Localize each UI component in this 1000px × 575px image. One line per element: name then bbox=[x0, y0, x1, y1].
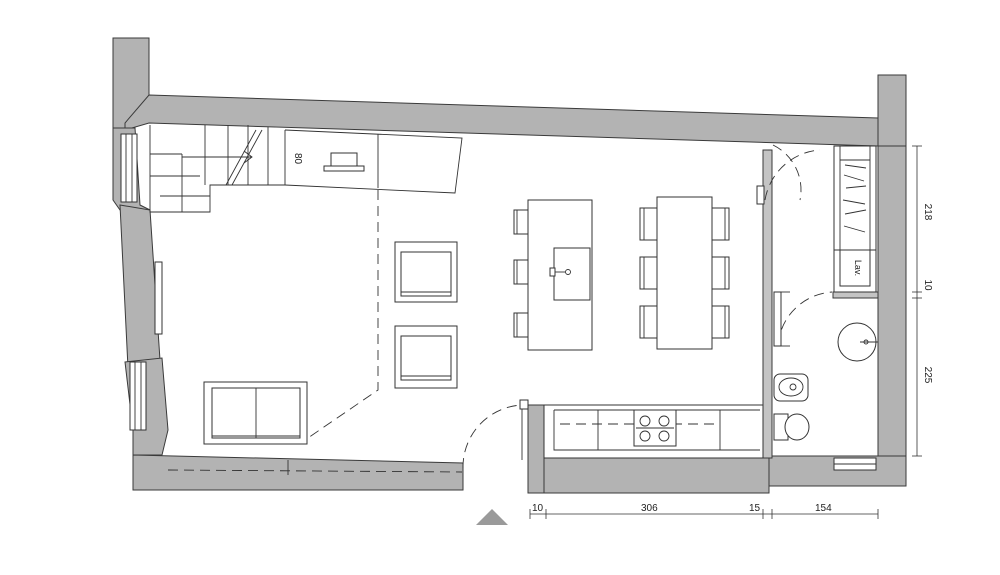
staircase: 80 bbox=[149, 125, 303, 213]
dining-chair bbox=[639, 256, 658, 290]
dim-154: 154 bbox=[815, 503, 832, 514]
bathroom-door bbox=[756, 144, 821, 205]
window-left-middle bbox=[154, 261, 163, 335]
entrance-door bbox=[462, 399, 529, 469]
window-left-bottom bbox=[129, 361, 147, 431]
window-left-top bbox=[120, 133, 138, 203]
dim-225: 225 bbox=[922, 367, 933, 384]
armchair-bottom bbox=[394, 325, 458, 389]
wall-bottom-kitchen bbox=[527, 457, 770, 494]
dimensions-vertical: 218 10 225 bbox=[912, 145, 933, 457]
bathroom-fixtures bbox=[773, 322, 878, 441]
tv-unit bbox=[323, 165, 365, 172]
windows bbox=[120, 133, 877, 471]
bathroom-door-2 bbox=[773, 291, 833, 347]
dining-chair bbox=[711, 305, 730, 339]
wall-left-middle bbox=[119, 204, 161, 369]
bar-stool bbox=[513, 259, 529, 285]
armchair-top bbox=[394, 241, 458, 303]
island-sink bbox=[553, 247, 591, 301]
kitchen-island bbox=[527, 199, 593, 351]
wall-bathroom-horizontal bbox=[832, 291, 879, 299]
stair-width-label: 80 bbox=[292, 153, 303, 165]
wall-top bbox=[124, 94, 879, 147]
dim-10-horizontal: 10 bbox=[532, 503, 544, 514]
dashed-outlines bbox=[167, 190, 463, 475]
bar-stool bbox=[513, 312, 529, 338]
dining-chair bbox=[711, 256, 730, 290]
dimensions-horizontal: 10 306 15 154 bbox=[529, 503, 879, 519]
washing-machine bbox=[839, 249, 871, 287]
tv-screen bbox=[330, 152, 358, 167]
bar-stools bbox=[513, 209, 529, 338]
sofa bbox=[203, 381, 308, 445]
dim-218: 218 bbox=[922, 204, 933, 221]
dim-10-vertical: 10 bbox=[922, 279, 933, 291]
wall-right-top-post bbox=[877, 74, 907, 147]
walls bbox=[112, 37, 907, 494]
entrance-triangle-icon bbox=[476, 509, 508, 525]
dining-chair bbox=[711, 207, 730, 241]
lav-label: Lav. bbox=[853, 260, 863, 276]
wall-kitchen-post bbox=[527, 404, 545, 494]
dining-chair bbox=[639, 207, 658, 241]
dining-chair bbox=[639, 305, 658, 339]
dim-15: 15 bbox=[749, 503, 761, 514]
dining-table bbox=[656, 196, 713, 350]
wall-right bbox=[877, 145, 907, 461]
bar-stool bbox=[513, 209, 529, 235]
wall-bottom-left bbox=[132, 454, 464, 491]
top-counter bbox=[284, 129, 463, 194]
wardrobe: Lav. bbox=[833, 145, 877, 293]
dim-306: 306 bbox=[641, 503, 658, 514]
dining-chairs bbox=[639, 207, 730, 339]
gas-hob bbox=[633, 409, 677, 447]
